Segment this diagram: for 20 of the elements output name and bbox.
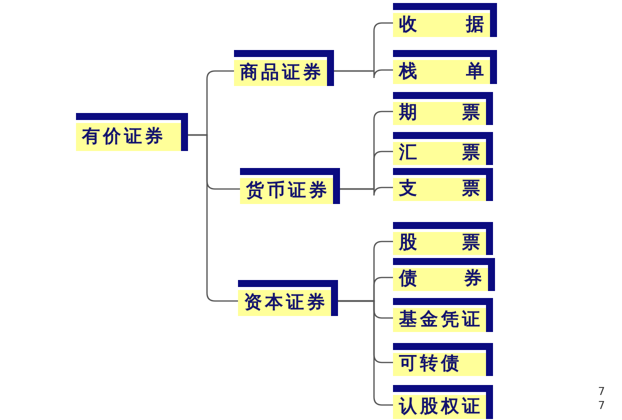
term-box: 支票 [393,168,493,201]
term-box: 资本证券 [238,280,338,316]
connector-line [338,300,393,406]
term-box: 收据 [393,3,497,37]
term-box: 股票 [393,222,493,255]
connector-line [334,69,393,79]
term-box: 债券 [393,258,495,291]
term-box: 期票 [393,92,493,125]
term-box: 认股权证 [393,385,493,419]
term-box: 基金凭证 [393,298,493,332]
term-box: 有价证券 [76,113,188,151]
term-box: 商品证券 [234,50,334,86]
term-box: 汇票 [393,132,493,165]
term-box: 栈单 [393,50,497,84]
page-number: 7 [598,386,605,397]
term-box: 货币证券 [240,168,340,204]
page-number: 7 [598,400,605,411]
connector-line [188,134,238,302]
connector-line [340,186,393,196]
term-box: 可转债 [393,343,493,376]
